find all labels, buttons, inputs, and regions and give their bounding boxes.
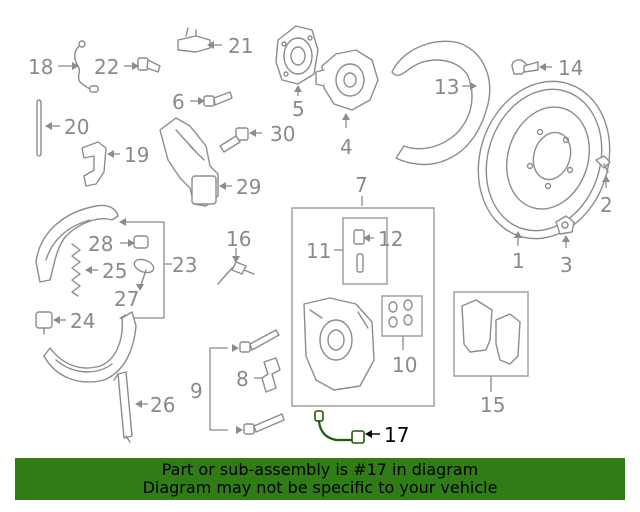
part-21-clip bbox=[177, 27, 222, 53]
label-13: 13 bbox=[434, 75, 459, 99]
label-29: 29 bbox=[236, 175, 261, 199]
label-20: 20 bbox=[64, 115, 89, 139]
part-10-seals bbox=[388, 299, 413, 350]
label-3: 3 bbox=[560, 253, 573, 277]
label-5: 5 bbox=[292, 97, 305, 121]
label-28: 28 bbox=[88, 232, 113, 256]
part-1-brake-rotor bbox=[477, 80, 611, 246]
label-19: 19 bbox=[124, 143, 149, 167]
label-14: 14 bbox=[558, 56, 583, 80]
part-26-strut bbox=[113, 371, 148, 443]
part-9-bolts bbox=[209, 329, 285, 435]
label-26: 26 bbox=[150, 393, 175, 417]
label-10: 10 bbox=[392, 353, 417, 377]
part-13-dust-shield bbox=[391, 40, 491, 166]
label-27: 27 bbox=[114, 287, 139, 311]
part-25-spring bbox=[71, 243, 98, 297]
part-7-caliper-assembly bbox=[291, 196, 435, 407]
part-20-pin bbox=[36, 99, 60, 157]
part-27-adjuster bbox=[133, 258, 155, 291]
label-18: 18 bbox=[28, 55, 53, 79]
part-17-brake-hose bbox=[314, 410, 380, 444]
label-15: 15 bbox=[480, 393, 505, 417]
caliper-body bbox=[303, 297, 375, 391]
label-9: 9 bbox=[190, 379, 203, 403]
label-12: 12 bbox=[378, 227, 403, 251]
part-14-bolt bbox=[511, 59, 552, 75]
label-6: 6 bbox=[172, 90, 185, 114]
part-15-brake-pads bbox=[453, 291, 529, 392]
label-23: 23 bbox=[172, 253, 197, 277]
label-17: 17 bbox=[384, 423, 409, 447]
part-8-clip bbox=[254, 357, 281, 393]
label-1: 1 bbox=[512, 249, 525, 273]
part-2-screw bbox=[595, 155, 611, 188]
banner-line-2: Diagram may not be specific to your vehi… bbox=[142, 478, 498, 497]
label-21: 21 bbox=[228, 34, 253, 58]
part-24-adjuster-screw bbox=[35, 311, 66, 335]
label-11: 11 bbox=[306, 239, 331, 263]
label-8: 8 bbox=[236, 367, 249, 391]
part-22-bolt bbox=[124, 57, 161, 73]
part-19-bracket bbox=[81, 141, 120, 187]
part-30-bolt bbox=[219, 127, 262, 153]
label-7: 7 bbox=[355, 173, 368, 197]
label-16: 16 bbox=[226, 227, 251, 251]
part-6-bolt bbox=[190, 91, 233, 107]
part-18-wear-sensor bbox=[58, 40, 99, 93]
part-4-wheel-hub bbox=[315, 49, 379, 128]
label-4: 4 bbox=[340, 135, 353, 159]
banner-line-1: Part or sub-assembly is #17 in diagram bbox=[161, 460, 479, 479]
part-5-hub-bearing bbox=[275, 25, 319, 96]
part-3-washer bbox=[555, 215, 575, 248]
part-29-actuator bbox=[159, 117, 232, 207]
label-22: 22 bbox=[94, 55, 119, 79]
label-2: 2 bbox=[600, 193, 613, 217]
part-28-bushing bbox=[120, 235, 149, 249]
brake-shoe-lower bbox=[43, 311, 137, 383]
info-banner: Part or sub-assembly is #17 in diagram D… bbox=[15, 458, 625, 500]
label-30: 30 bbox=[270, 122, 295, 146]
label-25: 25 bbox=[102, 259, 127, 283]
brake-shoe-upper bbox=[35, 204, 119, 283]
part-16-cable bbox=[217, 248, 255, 285]
part-12-bleeder-cap bbox=[353, 229, 374, 273]
label-24: 24 bbox=[70, 309, 95, 333]
